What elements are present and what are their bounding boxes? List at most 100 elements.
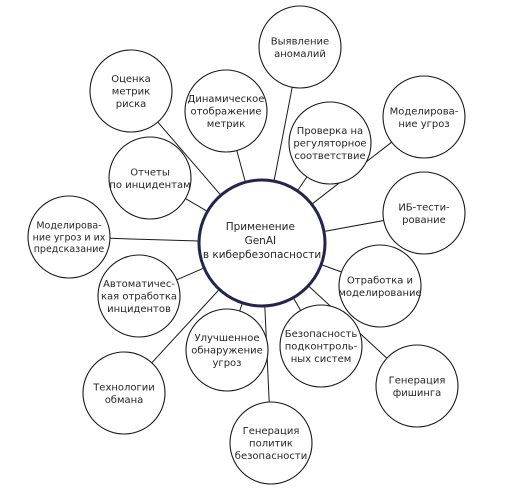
- topic-circle: [338, 244, 422, 328]
- topic-circle: [97, 254, 181, 338]
- topic-node-threat-model: Моделирова-ние угроз: [382, 75, 466, 159]
- connector-line: [109, 237, 200, 242]
- topic-label-line: инцидентов: [107, 304, 171, 315]
- topic-circle: [288, 101, 372, 185]
- topic-node-sim: Отработка и моделирование: [338, 244, 422, 328]
- topic-label-line: Автоматичес-: [103, 279, 175, 290]
- topic-label-line: Безопасность: [285, 329, 358, 340]
- topic-label-line: Генерация: [389, 375, 446, 386]
- topic-label-line: Моделирова-: [36, 220, 101, 231]
- topic-label-line: ние угроз: [398, 119, 449, 130]
- topic-circle: [258, 5, 342, 89]
- topic-label-line: Отчеты: [130, 167, 169, 178]
- connector-line: [176, 267, 205, 281]
- connector-line: [321, 264, 342, 273]
- topic-label-line: отображение: [190, 107, 261, 118]
- topic-label: Технологии обмана: [92, 382, 155, 406]
- center-label-line: GenAI: [245, 235, 277, 247]
- topic-label-line: фишинга: [393, 388, 442, 399]
- topic-label-line: политик: [249, 439, 293, 450]
- topic-label-line: Технологии: [92, 382, 155, 393]
- topic-node-subsys: Безопасность подконтроль-ных систем: [279, 304, 363, 388]
- topic-label-line: ИБ-тести-: [398, 202, 450, 213]
- topic-circle: [27, 195, 111, 279]
- topic-circle: [382, 75, 466, 159]
- topic-label-line: Проверка на: [297, 126, 363, 137]
- topic-label-line: обнаружение: [191, 346, 263, 357]
- topic-label-line: регуляторное: [293, 139, 366, 150]
- topic-circle: [185, 308, 269, 392]
- topic-label-line: угроз: [213, 358, 242, 369]
- topic-circle: [184, 69, 268, 153]
- center-label-line: в кибербезопасности: [203, 249, 321, 261]
- topic-label: Отчеты по инцидентам: [109, 167, 190, 191]
- connector-line: [296, 176, 308, 192]
- topic-label-line: рование: [402, 215, 446, 226]
- topic-circle: [89, 49, 173, 133]
- center-label-line: Применение: [226, 221, 295, 233]
- topic-label-line: метрик: [112, 87, 150, 98]
- topic-label: Выявление аномалий: [271, 36, 329, 60]
- topic-label-line: риска: [116, 99, 147, 110]
- topic-circle: [229, 401, 313, 485]
- connector-line: [323, 220, 384, 232]
- connector-line: [157, 121, 222, 196]
- topic-node-ib-test: ИБ-тести-рование: [382, 171, 466, 255]
- topic-label-line: Генерация: [243, 426, 300, 437]
- center-node: Применение GenAI в кибербезопасности: [197, 178, 327, 308]
- topic-label: ИБ-тести-рование: [398, 202, 450, 226]
- topic-label-line: ние угроз и их: [33, 232, 106, 243]
- topic-label-line: по инцидентам: [109, 180, 190, 191]
- connector-line: [185, 198, 208, 212]
- topic-label: Безопасность подконтроль-ных систем: [285, 329, 358, 365]
- topic-node-anomaly: Выявление аномалий: [258, 5, 342, 89]
- center-circle: [197, 178, 327, 308]
- topic-label-line: Отработка и: [347, 275, 413, 286]
- topic-label-line: Моделирова-: [390, 106, 459, 117]
- topic-label-line: Динамическое: [188, 94, 265, 105]
- connector-line: [151, 289, 220, 364]
- connector-line: [292, 297, 302, 311]
- topic-label-line: аномалий: [274, 49, 326, 60]
- topic-label: Отработка и моделирование: [338, 275, 421, 299]
- topic-label-line: ных систем: [291, 354, 352, 365]
- connector-line: [236, 150, 246, 183]
- topic-node-deception: Технологии обмана: [82, 351, 166, 435]
- topic-label-line: безопасности: [235, 451, 307, 462]
- topic-label-line: метрик: [207, 119, 245, 130]
- connector-line: [273, 87, 293, 182]
- topic-label-line: предсказание: [34, 244, 105, 255]
- topic-label: Генерация фишинга: [389, 375, 446, 399]
- topic-label-line: соответствие: [294, 151, 365, 162]
- topic-label-line: подконтроль-: [285, 342, 358, 353]
- topic-label-line: Оценка: [111, 74, 151, 85]
- topic-label-line: Улучшенное: [195, 333, 260, 344]
- topic-label-line: кая отработка: [101, 292, 177, 303]
- topic-node-reports: Отчеты по инцидентам: [108, 136, 192, 220]
- topic-circle: [108, 136, 192, 220]
- topic-circle: [375, 344, 459, 428]
- topic-circle: [382, 171, 466, 255]
- topic-label-line: Выявление: [271, 36, 329, 47]
- topic-circle: [82, 351, 166, 435]
- topic-label-line: обмана: [105, 395, 144, 406]
- topic-label-line: моделирование: [338, 288, 421, 299]
- topic-label: Моделирова-ние угроз: [390, 106, 459, 130]
- center-label: Применение GenAI в кибербезопасности: [203, 221, 321, 261]
- topic-circle: [279, 304, 363, 388]
